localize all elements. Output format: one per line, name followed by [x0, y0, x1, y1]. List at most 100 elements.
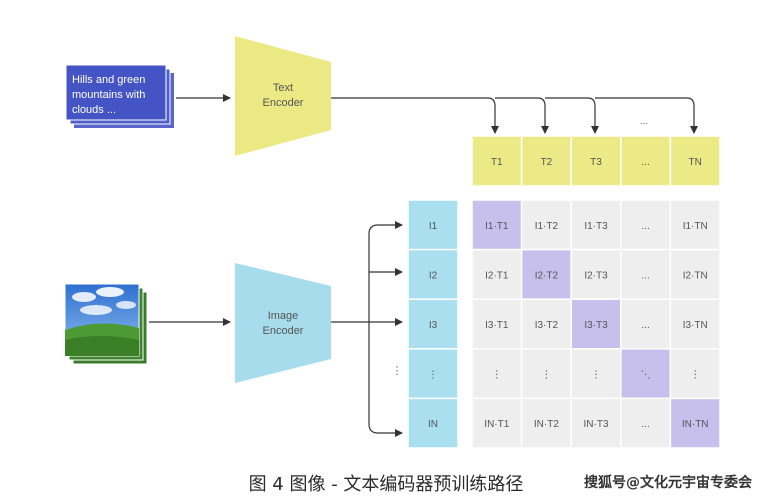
text-token-2-label: T2 [541, 157, 553, 168]
similarity-matrix: I1·T1 I1·T2 I1·T3... I1·TN I2·T1 I2·T2 I2·T3..… [471, 199, 721, 449]
image-token-4: ⋮ [407, 348, 459, 400]
matrix-cell-5-1-box [471, 397, 523, 449]
arrow-to-t2 [495, 97, 549, 134]
matrix-cell-2-5-label: I2·TN [683, 270, 708, 281]
matrix-cell-5-3-label: IN·T3 [584, 419, 609, 430]
image-encoder-label-1: Image [268, 310, 299, 322]
matrix-cell-2-1-label: I2·T1 [485, 270, 509, 281]
matrix-cell-2-2-label: I2·T2 [535, 270, 559, 281]
matrix-cell-4-2-box [520, 348, 572, 400]
matrix-cell-1-2: I1·T2 [520, 199, 572, 251]
matrix-cell-3-2: I3·T2 [520, 298, 572, 350]
image-token-5-box [407, 397, 459, 449]
matrix-cell-3-3-label: I3·T3 [584, 320, 608, 331]
matrix-cell-4-5: ⋮ [669, 348, 721, 400]
left-vertical-ellipsis: ⋮ [392, 365, 403, 377]
matrix-cell-5-5-box [669, 397, 721, 449]
image-token-3: I3 [407, 298, 459, 350]
image-encoder-label-2: Encoder [263, 325, 304, 337]
matrix-cell-5-2: IN·T2 [520, 397, 572, 449]
text-input-stack: Hills and green mountains with clouds ..… [65, 64, 174, 128]
figure-caption: 图 4 图像 - 文本编码器预训练路径 [248, 474, 524, 495]
text-token-1-label: T1 [491, 157, 503, 168]
image-input-stack [64, 283, 148, 365]
matrix-cell-5-2-box [520, 397, 572, 449]
matrix-cell-1-1-box [471, 199, 523, 251]
matrix-cell-4-1: ⋮ [471, 348, 523, 400]
matrix-cell-5-2-label: IN·T2 [534, 419, 559, 430]
matrix-cell-1-4: ... [620, 199, 672, 251]
text-encoder-label-2: Encoder [263, 97, 304, 109]
matrix-cell-1-1: I1·T1 [471, 199, 523, 251]
matrix-cell-1-3: I1·T3 [570, 199, 622, 251]
arrow-to-t3 [545, 97, 599, 134]
text-token-2-box [520, 135, 572, 187]
image-token-1: I1 [407, 199, 459, 251]
image-encoder-outputs [331, 221, 403, 437]
text-token-4-box [620, 135, 672, 187]
matrix-cell-5-3: IN·T3 [570, 397, 622, 449]
matrix-cell-1-5-box [669, 199, 721, 251]
image-encoder: Image Encoder [235, 263, 331, 383]
matrix-cell-4-5-label: ⋮ [690, 370, 700, 381]
image-token-5: IN [407, 397, 459, 449]
input-text-line-3: clouds ... [72, 104, 116, 116]
matrix-cell-5-5: IN·TN [669, 397, 721, 449]
text-token-4-label: ... [641, 157, 649, 168]
matrix-cell-2-4-box [620, 248, 672, 300]
input-text-line-2: mountains with [72, 89, 145, 101]
matrix-cell-3-3: I3·T3 [570, 298, 622, 350]
arrow-to-in [368, 322, 403, 437]
matrix-cell-3-2-box [520, 298, 572, 350]
image-encoder-shape [235, 263, 331, 383]
matrix-cell-3-4-label: ... [641, 320, 649, 331]
matrix-cell-5-1: IN·T1 [471, 397, 523, 449]
matrix-cell-4-2: ⋮ [520, 348, 572, 400]
text-token-5-box [669, 135, 721, 187]
matrix-cell-4-3: ⋮ [570, 348, 622, 400]
image-token-1-label: I1 [429, 221, 438, 232]
matrix-cell-4-4-label: ⋱ [641, 370, 651, 381]
matrix-cell-2-4: ... [620, 248, 672, 300]
text-encoder-label-1: Text [273, 82, 293, 94]
text-card-front [65, 64, 167, 121]
text-token-5: TN [669, 135, 721, 187]
matrix-cell-4-2-label: ⋮ [541, 370, 551, 381]
matrix-cell-3-4: ... [620, 298, 672, 350]
text-encoder-outputs [331, 97, 698, 134]
matrix-cell-1-5-label: I1·TN [683, 221, 708, 232]
top-ellipsis: ... [640, 116, 648, 127]
matrix-cell-4-3-label: ⋮ [591, 370, 601, 381]
matrix-cell-1-2-box [520, 199, 572, 251]
text-token-1-box [471, 135, 523, 187]
matrix-cell-3-1-label: I3·T1 [485, 320, 509, 331]
matrix-cell-5-3-box [570, 397, 622, 449]
text-token-1: T1 [471, 135, 523, 187]
image-token-2-label: I2 [429, 270, 438, 281]
matrix-cell-5-4-label: ... [641, 419, 649, 430]
matrix-cell-1-4-label: ... [641, 221, 649, 232]
matrix-cell-1-2-label: I1·T2 [535, 221, 559, 232]
clip-diagram: Hills and green mountains with clouds ..… [64, 36, 721, 449]
matrix-cell-2-3: I2·T3 [570, 248, 622, 300]
text-encoder: Text Encoder [235, 36, 331, 156]
input-text-line-1: Hills and green [72, 74, 145, 86]
watermark: 搜狐号@文化元宇宙专委会 [584, 475, 752, 491]
image-token-2: I2 [407, 248, 459, 300]
text-token-4: ... [620, 135, 672, 187]
matrix-cell-4-3-box [570, 348, 622, 400]
landscape-photo-icon [64, 283, 140, 357]
matrix-cell-4-4: ⋱ [620, 348, 672, 400]
image-token-4-label: ⋮ [428, 370, 438, 381]
image-token-3-label: I3 [429, 320, 438, 331]
matrix-cell-4-1-label: ⋮ [492, 370, 502, 381]
matrix-cell-2-4-label: ... [641, 270, 649, 281]
matrix-cell-2-2-box [520, 248, 572, 300]
matrix-cell-3-1: I3·T1 [471, 298, 523, 350]
arrow-to-tn [595, 97, 698, 134]
arrow-to-i1 [368, 221, 403, 322]
matrix-cell-3-5: I3·TN [669, 298, 721, 350]
matrix-cell-2-2: I2·T2 [520, 248, 572, 300]
